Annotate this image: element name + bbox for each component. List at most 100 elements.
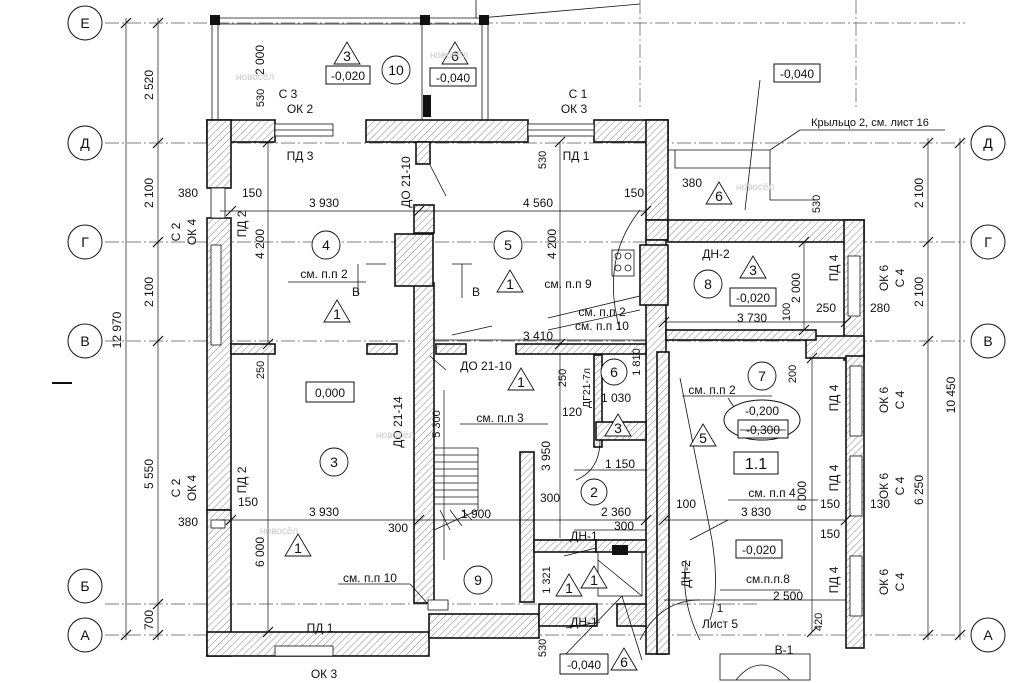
level-value: -0,040 [780,67,814,81]
dim: 1 900 [461,507,491,521]
left-dimension-chain: 2 520 2 100 2 100 5 550 700 12 970 [110,17,164,641]
room-number: 3 [330,454,338,470]
label: В [352,285,360,299]
label: ПД 2 [235,466,249,493]
label: см. п.п 10 [343,571,397,585]
marker-number: 1 [590,572,598,588]
level-value: -0,020 [736,291,770,305]
dim: 1 030 [601,391,631,405]
dimension-values: 3 930 4 560 380 150 150 380 4 200 4 200 … [178,45,890,658]
label: С 3 [279,87,298,101]
marker-number: 3 [614,420,622,436]
watermark-text: новосёл [260,526,298,537]
room-number: 4 [322,237,330,253]
windows [210,123,863,681]
label: см. п.п 2 [688,383,736,397]
label: см. п.п 10 [575,319,629,333]
dim-label: 2 100 [142,178,156,208]
room-number: 5 [504,237,512,253]
dim: 6 000 [795,481,809,511]
label: ДГ21-7л [581,368,593,408]
marker-number: 6 [620,654,628,670]
label: см. п.п 2 [300,267,348,281]
dim: 530 [537,639,549,657]
label: ПД 4 [827,254,841,281]
label: см. п.п 2 [578,305,626,319]
marker-number: 1 [333,306,341,322]
leader-lines [288,79,818,681]
dim-label: 5 550 [142,459,156,489]
dim: 4 200 [253,229,267,259]
label: ПД 4 [827,464,841,491]
axis-label: Е [80,15,89,31]
dim: 300 [614,519,634,533]
label: ПД 2 [235,210,249,237]
marker-number: 3 [749,262,757,278]
dim: 150 [242,186,262,200]
dim: 250 [255,361,267,379]
dim: 3 830 [741,505,771,519]
label: Крыльцо 2, см. лист 16 [811,117,929,129]
label: ОК 4 [185,475,199,502]
label: ДО 21-14 [391,396,405,448]
axis-label: Д [983,135,993,151]
marker-number: 1 [565,580,573,596]
label: ДН-2 [702,247,730,261]
dim: 100 [676,497,696,511]
marker-number: 6 [715,188,723,204]
dim: 3 930 [309,505,339,519]
label: Лист 5 [702,617,738,631]
dim: 4 560 [523,196,553,210]
label: С 4 [893,268,907,287]
watermark-text: новосёл [736,182,774,193]
axis-label: Г [984,234,992,250]
dim: 250 [557,369,569,387]
level-value: -0,020 [331,69,365,83]
marker-number: 6 [451,48,459,64]
label: ПД 4 [827,384,841,411]
dim: 530 [811,195,823,213]
label: В [472,285,480,299]
dim: 1 321 [541,566,553,594]
dim-label: 2 100 [142,277,156,307]
axis-label: А [983,627,993,643]
marker-number: 1 [294,540,302,556]
room-number: 9 [474,572,482,588]
dim: 1 810 [631,348,643,376]
label: С 4 [893,476,907,495]
dim: 280 [870,301,890,315]
room-number: 8 [704,276,712,292]
finish-markers: 3 6 6 3 1 1 1 1 3 1 1 6 5 [284,41,767,671]
axis-markers-left: Е Д Г В Б А [67,5,103,653]
label: ОК 6 [877,569,891,596]
reference-1-1: 1.1 [745,456,767,473]
label: В-1 [775,643,794,657]
label: см.п.п.8 [746,572,790,586]
dim-label: 700 [142,610,156,630]
dim: 150 [820,497,840,511]
room-number: 2 [590,484,598,500]
label: ПД 4 [827,566,841,593]
label: ОК 6 [877,473,891,500]
axis-label: Г [81,234,89,250]
dim: 300 [540,491,560,505]
label: ДН-1 [570,615,598,629]
axis-label: Д [80,135,90,151]
label: 1 [717,601,724,615]
dim: 2 000 [253,45,267,75]
right-dimension-chain: 2 100 2 100 6 250 10 450 [912,137,966,641]
dim: 150 [624,186,644,200]
dim: 150 [820,527,840,541]
label: ДН-1 [570,529,598,543]
room-number: 10 [388,62,404,78]
dim: 300 [388,521,408,535]
marker-number: 1 [517,374,525,390]
label: ОК 6 [877,265,891,292]
dim: 250 [816,301,836,315]
dim: 5 300 [431,410,443,438]
label: ПД 1 [563,149,590,163]
watermark-text: новосёл [430,50,468,61]
level-value: -0,200 [745,404,779,418]
marker-number: 3 [343,48,351,64]
